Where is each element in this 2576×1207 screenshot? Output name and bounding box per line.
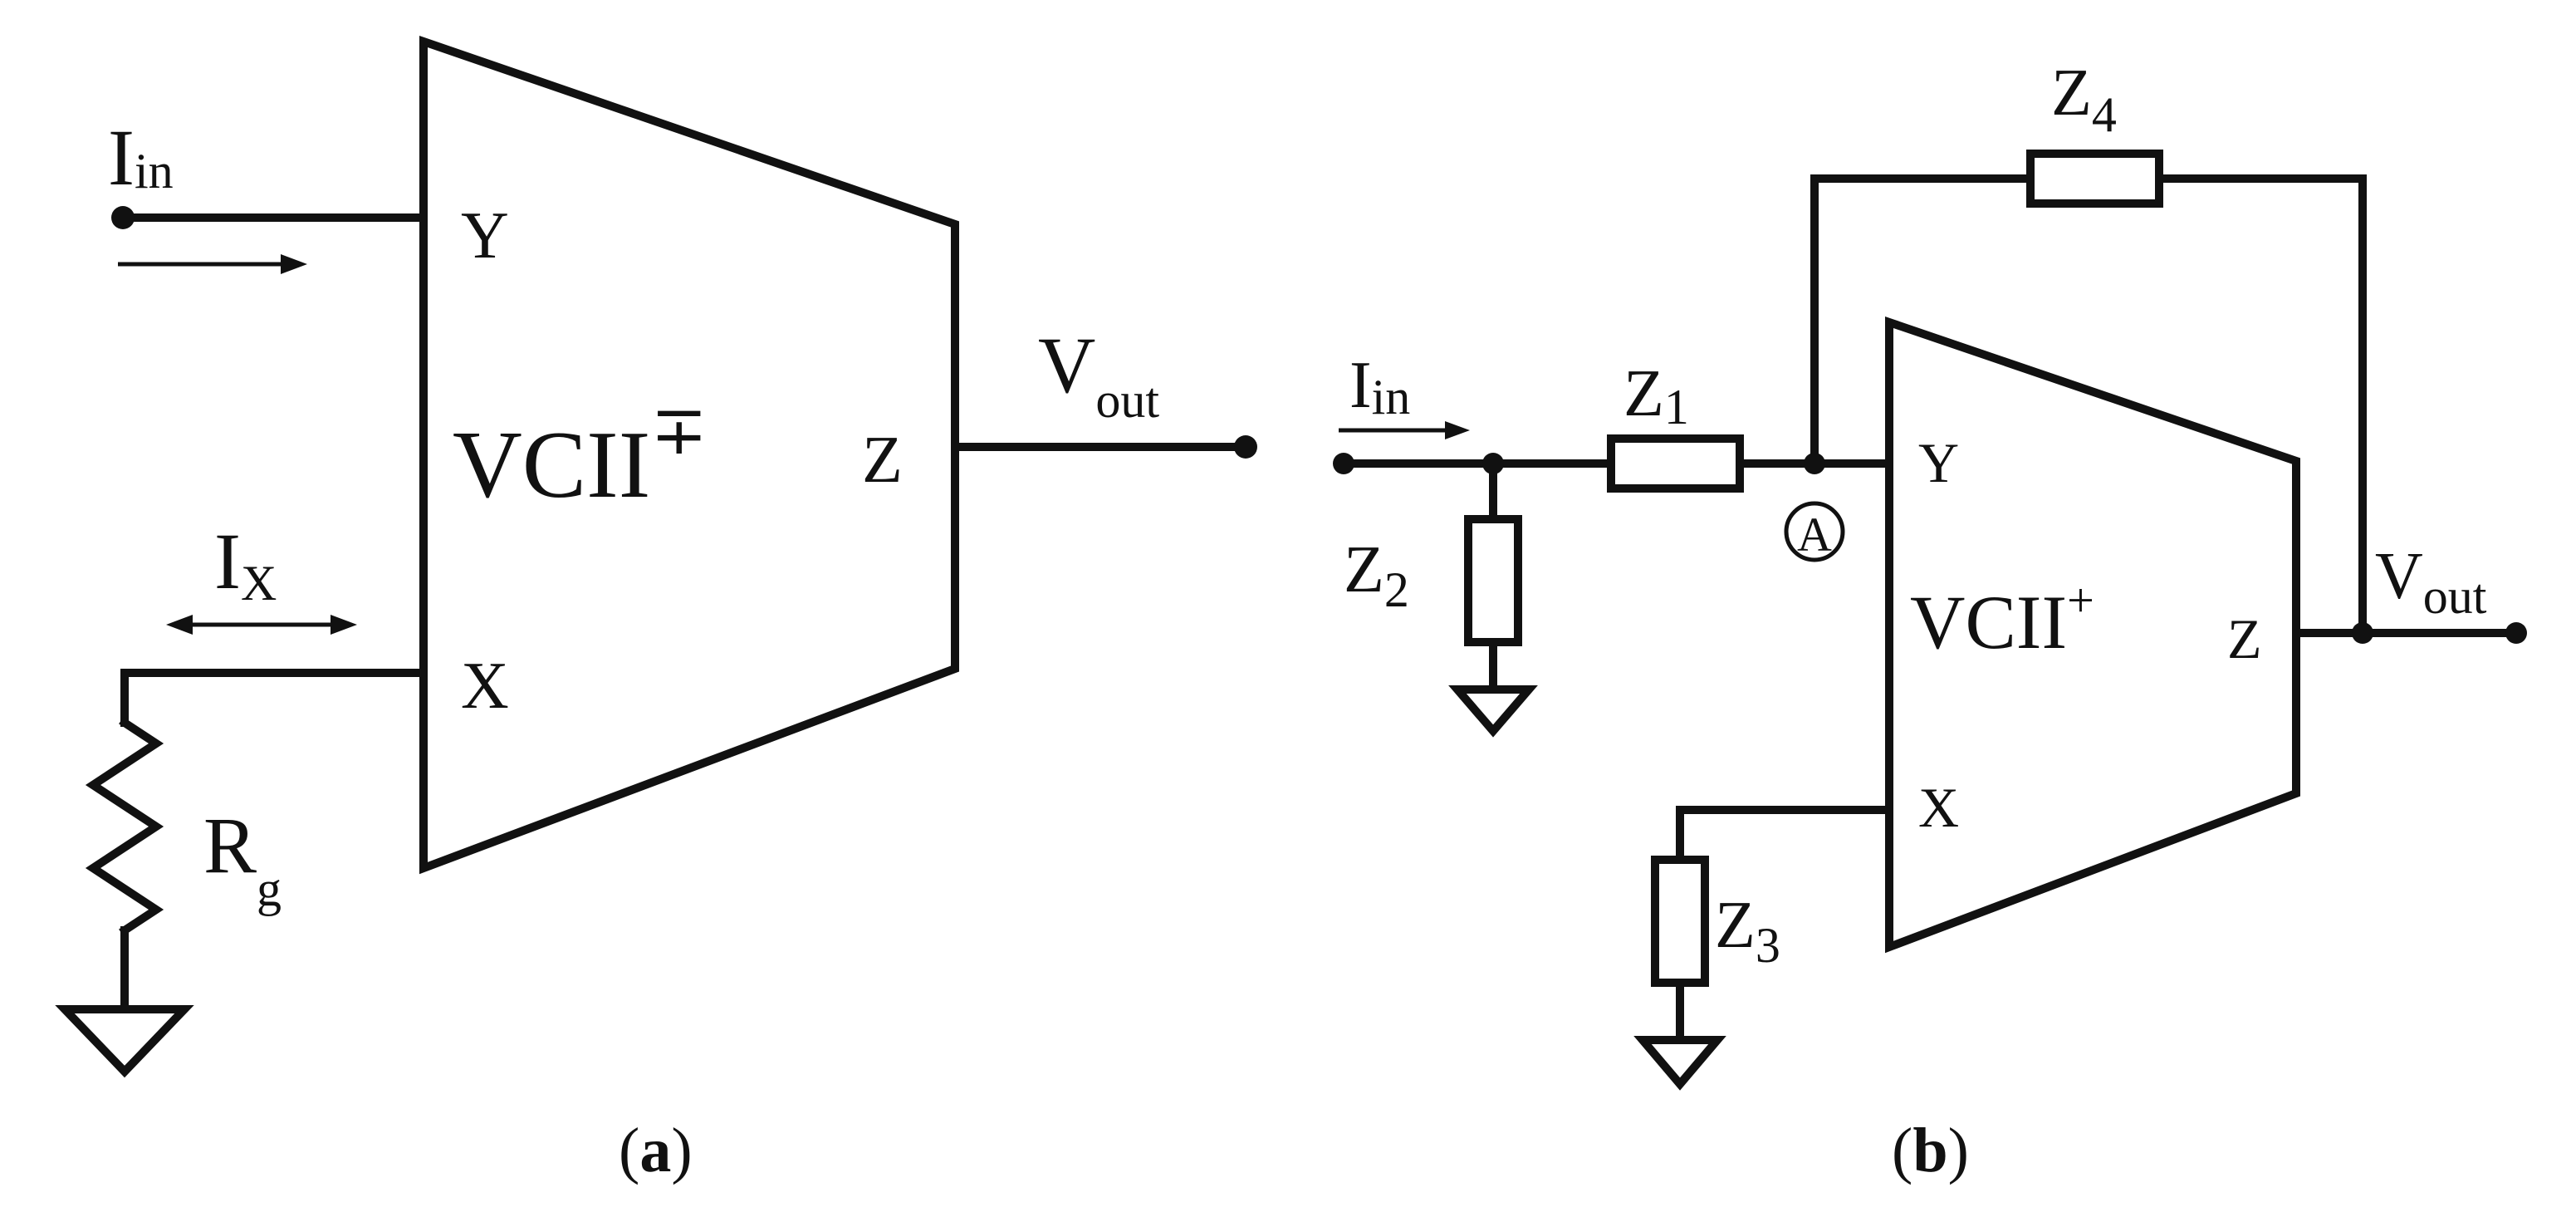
ground-icon-b1	[1448, 685, 1538, 738]
vcii-block-a	[419, 35, 959, 875]
z3-label: Z3	[1715, 889, 1780, 973]
caption-a: (a)	[619, 1116, 693, 1185]
x-wire-a	[120, 669, 428, 727]
rg-label: Rg	[203, 801, 282, 916]
rg-resistor	[85, 717, 164, 936]
input-terminal-a	[111, 206, 135, 229]
z2-label: Z2	[1344, 533, 1409, 617]
output-junction-b	[2352, 622, 2373, 644]
z1-impedance	[1607, 434, 1744, 493]
pin-x-label-b: X	[1918, 776, 1959, 839]
panel-a: Iin Y X Z VCII∓ IX Rg Vout (a)	[55, 35, 1257, 1185]
caption-b: (b)	[1892, 1116, 1969, 1185]
input-current-arrow-b	[1339, 421, 1470, 439]
node-a-label: A	[1797, 508, 1832, 562]
iin-label-b: Iin	[1349, 349, 1410, 424]
z3-impedance	[1651, 856, 1709, 987]
z4-label: Z4	[2051, 56, 2117, 142]
vout-terminal-b	[2505, 622, 2527, 644]
x-wire-b	[1676, 806, 1893, 864]
vout-label-b: Vout	[2375, 540, 2487, 624]
ix-label: IX	[214, 517, 277, 611]
pin-y-label-b: Y	[1918, 431, 1959, 494]
node-a-marker	[1784, 501, 1845, 562]
z2-impedance	[1464, 515, 1522, 646]
feedback-return-wire	[2155, 174, 2367, 637]
pin-z-label-a: Z	[862, 424, 903, 497]
pin-y-label-a: Y	[461, 199, 509, 272]
z4-impedance	[2026, 150, 2163, 208]
block-name-a: VCII∓	[453, 393, 708, 518]
input-current-arrow-a	[118, 254, 307, 274]
vcii-block-b	[1885, 316, 2300, 954]
iin-label-a: Iin	[108, 113, 174, 202]
ground-icon-a	[55, 1005, 194, 1078]
pin-x-label-a: X	[461, 650, 509, 723]
panel-b: A Iin Z1 Z2 Z3 Z4 Y X Z VCII+ Vout (b)	[1333, 56, 2527, 1185]
block-name-b: VCII+	[1910, 573, 2094, 665]
vout-label-a: Vout	[1038, 321, 1159, 428]
ix-double-arrow	[166, 615, 357, 635]
pin-z-label-b: Z	[2227, 607, 2262, 670]
feedback-wire	[1810, 174, 2035, 468]
z1-label: Z1	[1623, 357, 1689, 434]
ground-icon-b2	[1633, 1036, 1726, 1091]
input-terminal-b	[1333, 453, 1354, 474]
vout-terminal-a	[1234, 435, 1257, 459]
